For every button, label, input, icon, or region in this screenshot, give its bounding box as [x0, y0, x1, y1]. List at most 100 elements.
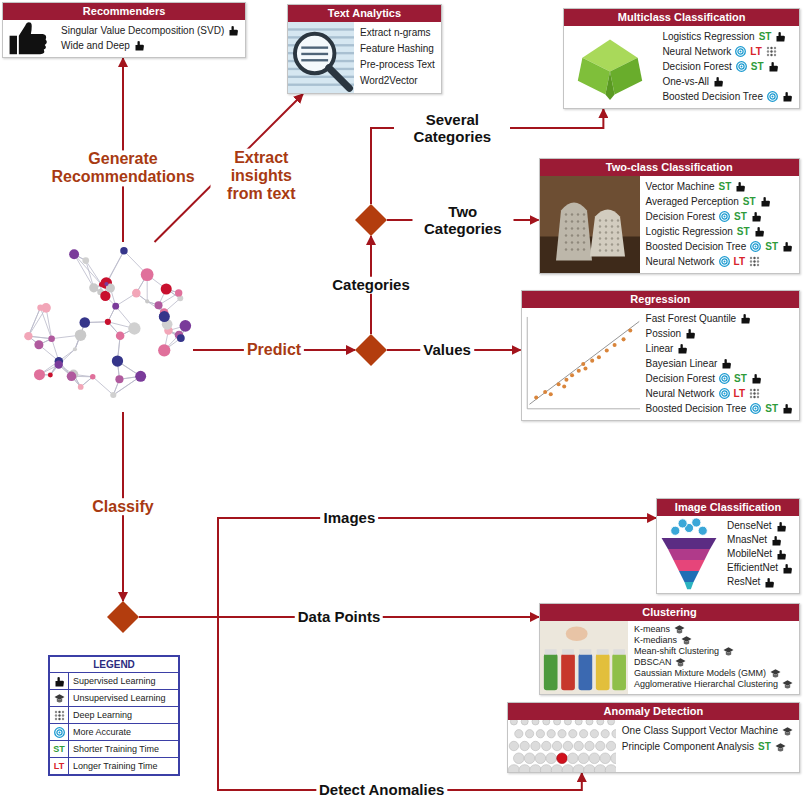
supervised-icon: [782, 91, 793, 102]
algorithm-name: Bayesian Linear: [646, 356, 718, 371]
algorithm-name: Fast Forest Quantile: [646, 311, 737, 326]
supervised-icon: [134, 40, 145, 51]
item-row: One-vs-All: [662, 74, 793, 89]
item-row: Logistic RegressionST: [646, 224, 793, 239]
legend-sample: [50, 673, 69, 689]
deep-learning-icon: [54, 710, 65, 721]
algorithm-name: Decision Forest: [662, 59, 731, 74]
panel-illustration: [508, 720, 616, 772]
algorithm-name: Decision Forest: [646, 371, 715, 386]
algorithm-panel: Text AnalyticsExtract n-gramsFeature Has…: [287, 4, 442, 94]
diamond-shape: [107, 601, 139, 633]
unsupervised-icon: [782, 679, 793, 690]
item-list: Extract n-gramsFeature HashingPre-proces…: [354, 22, 441, 93]
algorithm-panel: ClusteringK-meansK-mediansMean-shift Clu…: [539, 603, 800, 695]
algorithm-name: K-means: [634, 624, 670, 635]
item-row: Decision Forest ST: [646, 371, 793, 386]
edge-label: Categories: [329, 277, 413, 294]
edge-label: Generate Recommendations: [45, 151, 201, 186]
item-list: Fast Forest QuantilePossionLinearBayesia…: [640, 308, 799, 420]
panel-body: K-meansK-mediansMean-shift ClusteringDBS…: [540, 621, 799, 694]
algorithm-name: MobileNet: [727, 547, 772, 561]
panel-body: DenseNetMnasNetMobileNetEfficientNetResN…: [657, 516, 799, 593]
supervised-icon: [760, 196, 771, 207]
illustration: [540, 621, 628, 694]
panel-body: Vector MachineSTAveraged PerceptionSTDec…: [540, 176, 799, 273]
accuracy-icon: [719, 211, 730, 222]
panel-body: One Class Support Vector MachinePrincipl…: [508, 720, 799, 772]
edge-label: Predict: [244, 341, 304, 359]
illustration: [288, 22, 354, 93]
supervised-icon: [685, 328, 696, 339]
panel-heading: Recommenders: [3, 3, 245, 20]
item-row: ResNet: [727, 575, 793, 589]
item-row: Boosted Decision TreeST: [646, 401, 793, 416]
panel-illustration: [540, 621, 628, 694]
legend-text: Supervised Learning: [69, 676, 161, 686]
algorithm-panel: RegressionFast Forest QuantilePossionLin…: [521, 290, 800, 421]
item-row: Neural NetworkLT: [646, 386, 793, 401]
unsupervised-icon: [54, 693, 65, 704]
item-row: Gaussian Mixture Models (GMM): [634, 668, 793, 679]
legend-text: More Accurate: [69, 727, 136, 737]
supervised-icon: [775, 31, 786, 42]
panel-illustration: [657, 516, 721, 593]
algorithm-name: Mean-shift Clustering: [634, 646, 719, 657]
accuracy-icon: [750, 241, 761, 252]
algorithm-name: Wide and Deep: [61, 38, 130, 53]
illustration: [540, 176, 640, 273]
item-row: One Class Support Vector Machine: [622, 723, 793, 739]
unsupervised-icon: [782, 726, 793, 737]
edge-label: Several Categories: [394, 112, 510, 145]
edge-label: Detect Anomalies: [316, 782, 447, 799]
edge-label: Images: [321, 510, 379, 527]
legend-row: LTLonger Training Time: [50, 757, 178, 774]
item-row: MnasNet: [727, 533, 793, 547]
item-row: DBSCAN: [634, 657, 793, 668]
short-training-badge: ST: [734, 371, 747, 386]
edge-label: Data Points: [295, 609, 384, 626]
algorithm-name: Vector Machine: [646, 179, 715, 194]
deep-learning-icon: [749, 256, 760, 267]
accuracy-icon: [736, 61, 747, 72]
algorithm-name: One Class Support Vector Machine: [622, 723, 778, 739]
illustration: [3, 20, 55, 57]
algorithm-name: Boosted Decision Tree: [662, 89, 763, 104]
item-row: Possion: [646, 326, 793, 341]
short-training-badge: ST: [719, 179, 732, 194]
algorithm-name: Boosted Decision Tree: [646, 401, 747, 416]
illustration: [564, 26, 656, 108]
item-row: EfficientNet: [727, 561, 793, 575]
algorithm-name: Logistic Regression: [646, 224, 733, 239]
item-row: Feature Hashing: [360, 41, 435, 57]
algorithm-name: Neural Network: [662, 44, 731, 59]
algorithm-name: DBSCAN: [634, 657, 672, 668]
supervised-icon: [782, 563, 793, 574]
algorithm-name: Word2Vector: [360, 73, 418, 89]
algorithm-name: DenseNet: [727, 519, 771, 533]
panel-heading: Two-class Classification: [540, 159, 799, 176]
algorithm-panel: Image ClassificationDenseNetMnasNetMobil…: [656, 498, 800, 594]
illustration: [508, 720, 616, 772]
unsupervised-icon: [770, 668, 781, 679]
supervised-icon: [751, 211, 762, 222]
supervised-icon: [740, 313, 751, 324]
item-row: Mean-shift Clustering: [634, 646, 793, 657]
legend-row: More Accurate: [50, 723, 178, 740]
legend-sample: ST: [50, 741, 69, 757]
short-training-badge: ST: [53, 744, 65, 754]
algorithm-name: Possion: [646, 326, 682, 341]
item-list: K-meansK-mediansMean-shift ClusteringDBS…: [628, 621, 799, 694]
algorithm-panel: Two-class ClassificationVector Machine ST…: [539, 158, 800, 274]
long-training-badge: LT: [750, 44, 761, 59]
item-row: Principle Component AnalysisST: [622, 739, 793, 755]
panel-illustration: [3, 20, 55, 57]
panel-heading: Regression: [522, 291, 799, 308]
brain-network: [18, 242, 193, 412]
algorithm-name: Feature Hashing: [360, 41, 434, 57]
item-row: Neural Network LT: [662, 44, 793, 59]
legend-sample: LT: [50, 758, 69, 774]
item-row: Vector Machine ST: [646, 179, 793, 194]
decision-diamond: [355, 334, 387, 366]
short-training-badge: ST: [758, 739, 771, 755]
